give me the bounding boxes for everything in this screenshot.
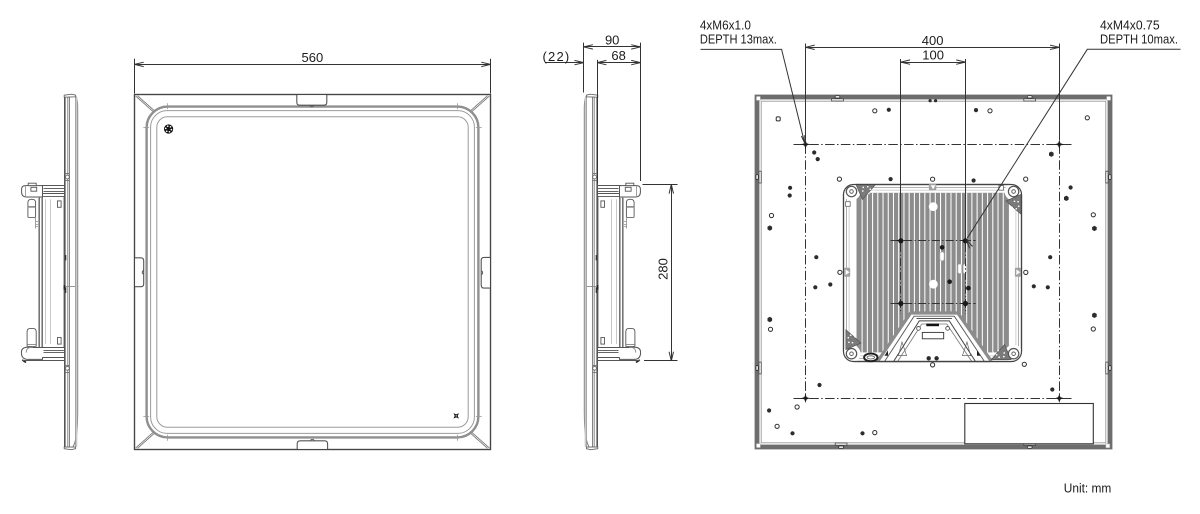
svg-text:DEPTH 10max.: DEPTH 10max. bbox=[1100, 32, 1178, 47]
svg-text:4xM6x1.0: 4xM6x1.0 bbox=[700, 18, 751, 33]
svg-text:280: 280 bbox=[656, 258, 671, 280]
svg-text:100: 100 bbox=[922, 47, 944, 62]
svg-text:400: 400 bbox=[922, 33, 944, 48]
svg-text:Unit: mm: Unit: mm bbox=[1064, 480, 1112, 495]
svg-text:68: 68 bbox=[611, 48, 625, 63]
svg-text:90: 90 bbox=[605, 32, 619, 47]
svg-text:4xM4x0.75: 4xM4x0.75 bbox=[1100, 18, 1160, 33]
svg-text:560: 560 bbox=[302, 50, 324, 65]
svg-text:(22): (22) bbox=[543, 49, 571, 64]
svg-text:DEPTH 13max.: DEPTH 13max. bbox=[700, 32, 777, 47]
